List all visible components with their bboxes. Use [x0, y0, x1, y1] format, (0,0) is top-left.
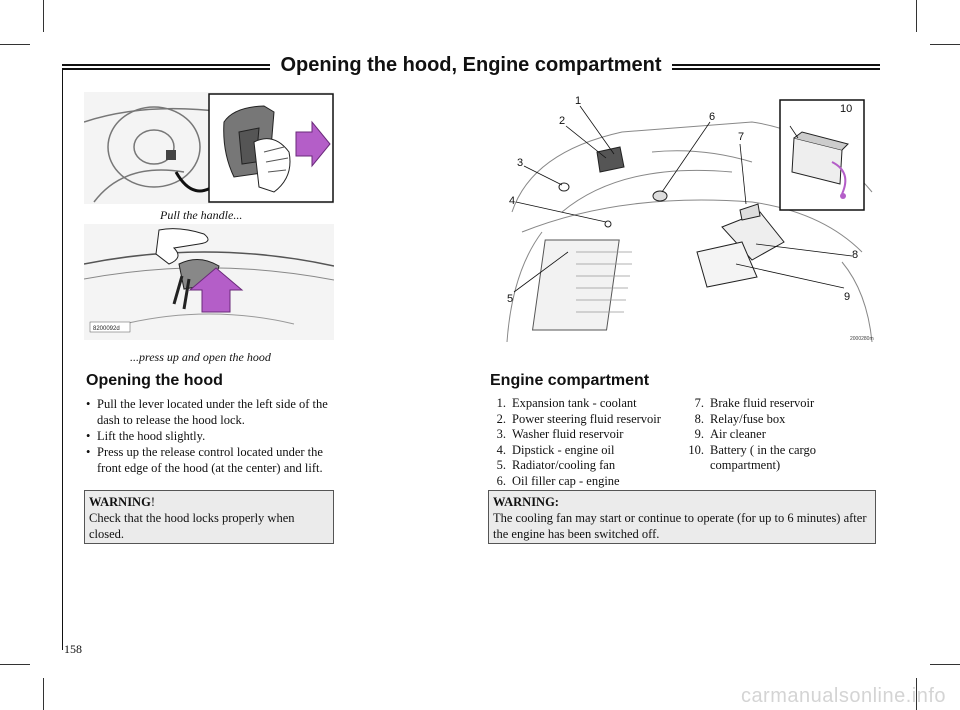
warning-text: The cooling fan may start or continue to…: [493, 511, 867, 541]
list-item: 7.Brake fluid reservoir: [694, 396, 815, 410]
warning-punct: !: [150, 495, 155, 509]
crop-mark: [43, 0, 44, 32]
list-item: 6.Oil filler cap - engine: [496, 473, 620, 488]
list-item: 1.Expansion tank - coolant: [496, 396, 637, 410]
opening-hood-steps: Pull the lever located under the left si…: [86, 396, 336, 476]
list-item: Lift the hood slightly.: [86, 428, 336, 444]
list-item: 3.Washer fluid reservoir: [496, 427, 624, 441]
callout-9: 9: [844, 291, 850, 303]
parts-list-col1: 1.Expansion tank - coolant 2.Power steer…: [490, 396, 680, 489]
parts-list-col2: 7.Brake fluid reservoir 8.Relay/fuse box…: [684, 396, 864, 474]
list-item: Press up the release control located und…: [86, 444, 336, 476]
list-item: 5.Radiator/cooling fan: [496, 458, 616, 472]
warning-title: WARNING: [89, 495, 151, 509]
callout-1: 1: [575, 95, 581, 107]
callout-7: 7: [738, 131, 744, 143]
caption-press-up: ...press up and open the hood: [130, 350, 271, 364]
list-item: 9.Air cleaner: [694, 427, 766, 441]
page-title-bar: Opening the hood, Engine compartment: [62, 54, 880, 78]
list-item: compartment): [710, 458, 781, 472]
watermark: carmanualsonline.info: [740, 685, 946, 707]
heading-opening-hood: Opening the hood: [86, 372, 223, 389]
warning-title: WARNING:: [493, 495, 559, 509]
warning-box-hood: WARNING! Check that the hood locks prope…: [84, 490, 334, 544]
heading-engine-compartment: Engine compartment: [490, 372, 650, 389]
crop-mark: [916, 0, 917, 32]
list-item: Pull the lever located under the left si…: [86, 396, 336, 428]
callout-5: 5: [507, 293, 513, 305]
list-item: 8.Relay/fuse box: [694, 411, 786, 426]
callout-4: 4: [509, 195, 515, 207]
image-code-left: 8200092d: [93, 326, 120, 332]
callout-10: 10: [840, 103, 852, 115]
arrow-right-icon: [295, 120, 331, 168]
page-number: 158: [64, 642, 82, 656]
list-item: 4.Dipstick - engine oil: [496, 442, 615, 457]
column-rule: [62, 70, 63, 650]
callout-3: 3: [517, 157, 523, 169]
crop-mark: [0, 44, 30, 45]
warning-text: Check that the hood locks properly when …: [89, 511, 295, 541]
page-title: Opening the hood, Engine compartment: [270, 54, 672, 76]
callout-6: 6: [709, 111, 715, 123]
arrow-up-icon: [188, 267, 244, 313]
crop-mark: [43, 678, 44, 710]
warning-box-fan: WARNING: The cooling fan may start or co…: [488, 490, 876, 544]
press-up-illustration: 8200092d: [84, 224, 334, 340]
list-item: 10.Battery ( in the cargo: [688, 442, 816, 457]
caption-pull-handle: Pull the handle...: [160, 208, 243, 222]
engine-compartment-illustration: 1 2 3 4 5 6 7 8 9 10 2000280m: [502, 92, 876, 344]
crop-mark: [930, 664, 960, 665]
callout-8: 8: [852, 249, 858, 261]
crop-mark: [0, 664, 30, 665]
callout-2: 2: [559, 115, 565, 127]
image-code-right: 2000280m: [850, 336, 874, 342]
pull-handle-illustration: [84, 92, 334, 204]
list-item: 2.Power steering fluid reservoir: [496, 411, 661, 426]
crop-mark: [930, 44, 960, 45]
crop-mark: [916, 678, 917, 710]
